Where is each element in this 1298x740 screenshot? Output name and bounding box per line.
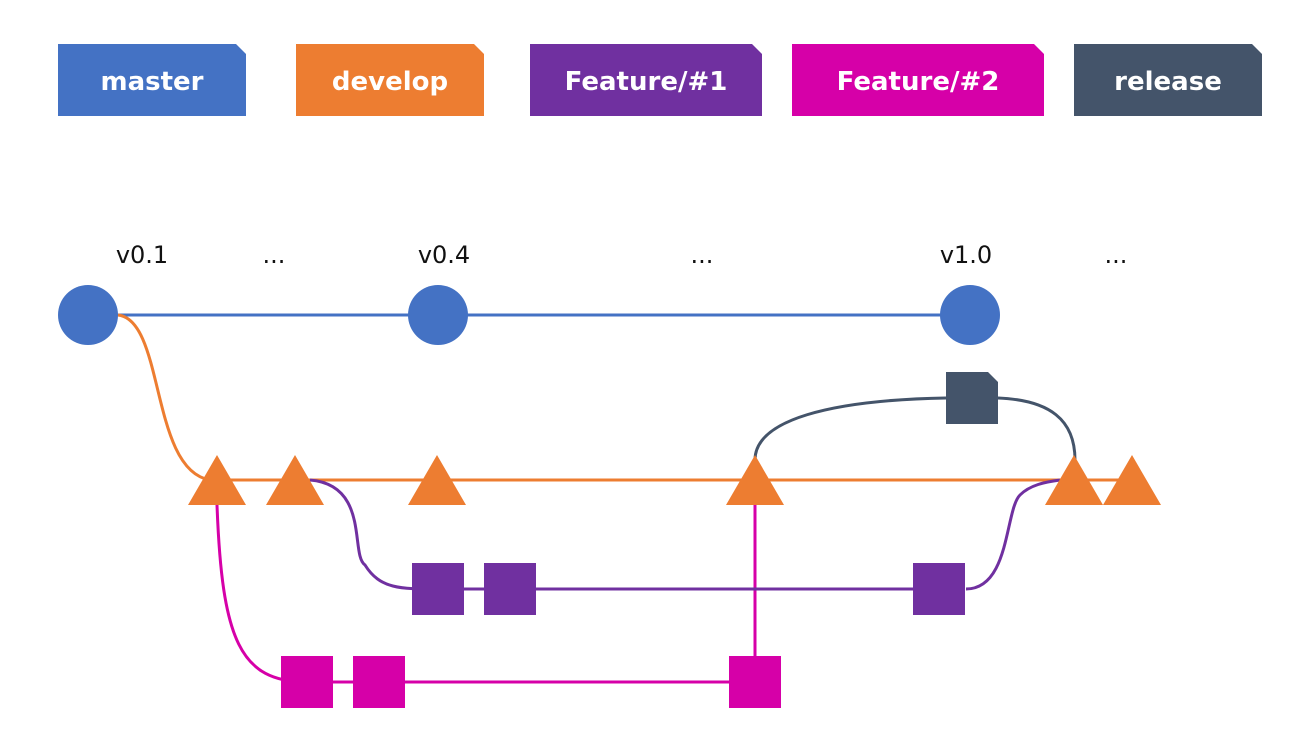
- legend: master develop Feature/#1 Feature/#2 rel…: [58, 44, 1262, 116]
- legend-swatch-release: [1074, 44, 1262, 116]
- feature-2-commit-2: [353, 656, 405, 708]
- feature-1-commit-3: [913, 563, 965, 615]
- legend-item-develop: develop: [296, 44, 484, 116]
- feature-2-commit-1: [281, 656, 333, 708]
- feature-1-commit-2: [484, 563, 536, 615]
- develop-commit-2: [266, 455, 324, 505]
- legend-swatch-develop: [296, 44, 484, 116]
- version-labels: v0.1 ... v0.4 ... v1.0 ...: [116, 241, 1128, 269]
- develop-commit-4: [726, 455, 784, 505]
- develop-commit-5: [1045, 455, 1103, 505]
- release-curve: [753, 396, 1077, 461]
- version-label-ellipsis-1: ...: [263, 241, 286, 269]
- legend-item-master: master: [58, 44, 246, 116]
- version-label-v0-1: v0.1: [116, 241, 168, 269]
- legend-label-feature-1: Feature/#1: [565, 67, 728, 97]
- legend-label-master: master: [101, 67, 204, 97]
- feature-1-commit-1: [412, 563, 464, 615]
- develop-commit-3: [408, 455, 466, 505]
- master-to-develop-curve: [117, 313, 211, 482]
- version-label-v0-4: v0.4: [418, 241, 470, 269]
- master-commit-v0-1: [58, 285, 118, 345]
- legend-swatch-feature-2: [792, 44, 1044, 116]
- legend-item-feature-1: Feature/#1: [530, 44, 762, 116]
- legend-swatch-feature-1: [530, 44, 762, 116]
- develop-commit-1: [188, 455, 246, 505]
- feature-1-branch-curve: [309, 478, 439, 591]
- legend-item-release: release: [1074, 44, 1262, 116]
- version-label-ellipsis-3: ...: [1105, 241, 1128, 269]
- version-label-ellipsis-2: ...: [691, 241, 714, 269]
- master-commit-v1-0: [940, 285, 1000, 345]
- legend-label-feature-2: Feature/#2: [837, 67, 1000, 97]
- feature-2-commit-3: [729, 656, 781, 708]
- legend-label-release: release: [1114, 67, 1222, 97]
- develop-commit-6: [1103, 455, 1161, 505]
- legend-swatch-master: [58, 44, 246, 116]
- version-label-v1-0: v1.0: [940, 241, 992, 269]
- feature-2-branch-curve: [215, 504, 308, 684]
- commit-markers: [58, 285, 1161, 708]
- legend-label-develop: develop: [332, 67, 448, 97]
- feature-1-merge-curve: [965, 478, 1061, 591]
- release-commit: [946, 372, 998, 424]
- master-commit-v0-4: [408, 285, 468, 345]
- branch-lines: [88, 313, 1132, 684]
- legend-item-feature-2: Feature/#2: [792, 44, 1044, 116]
